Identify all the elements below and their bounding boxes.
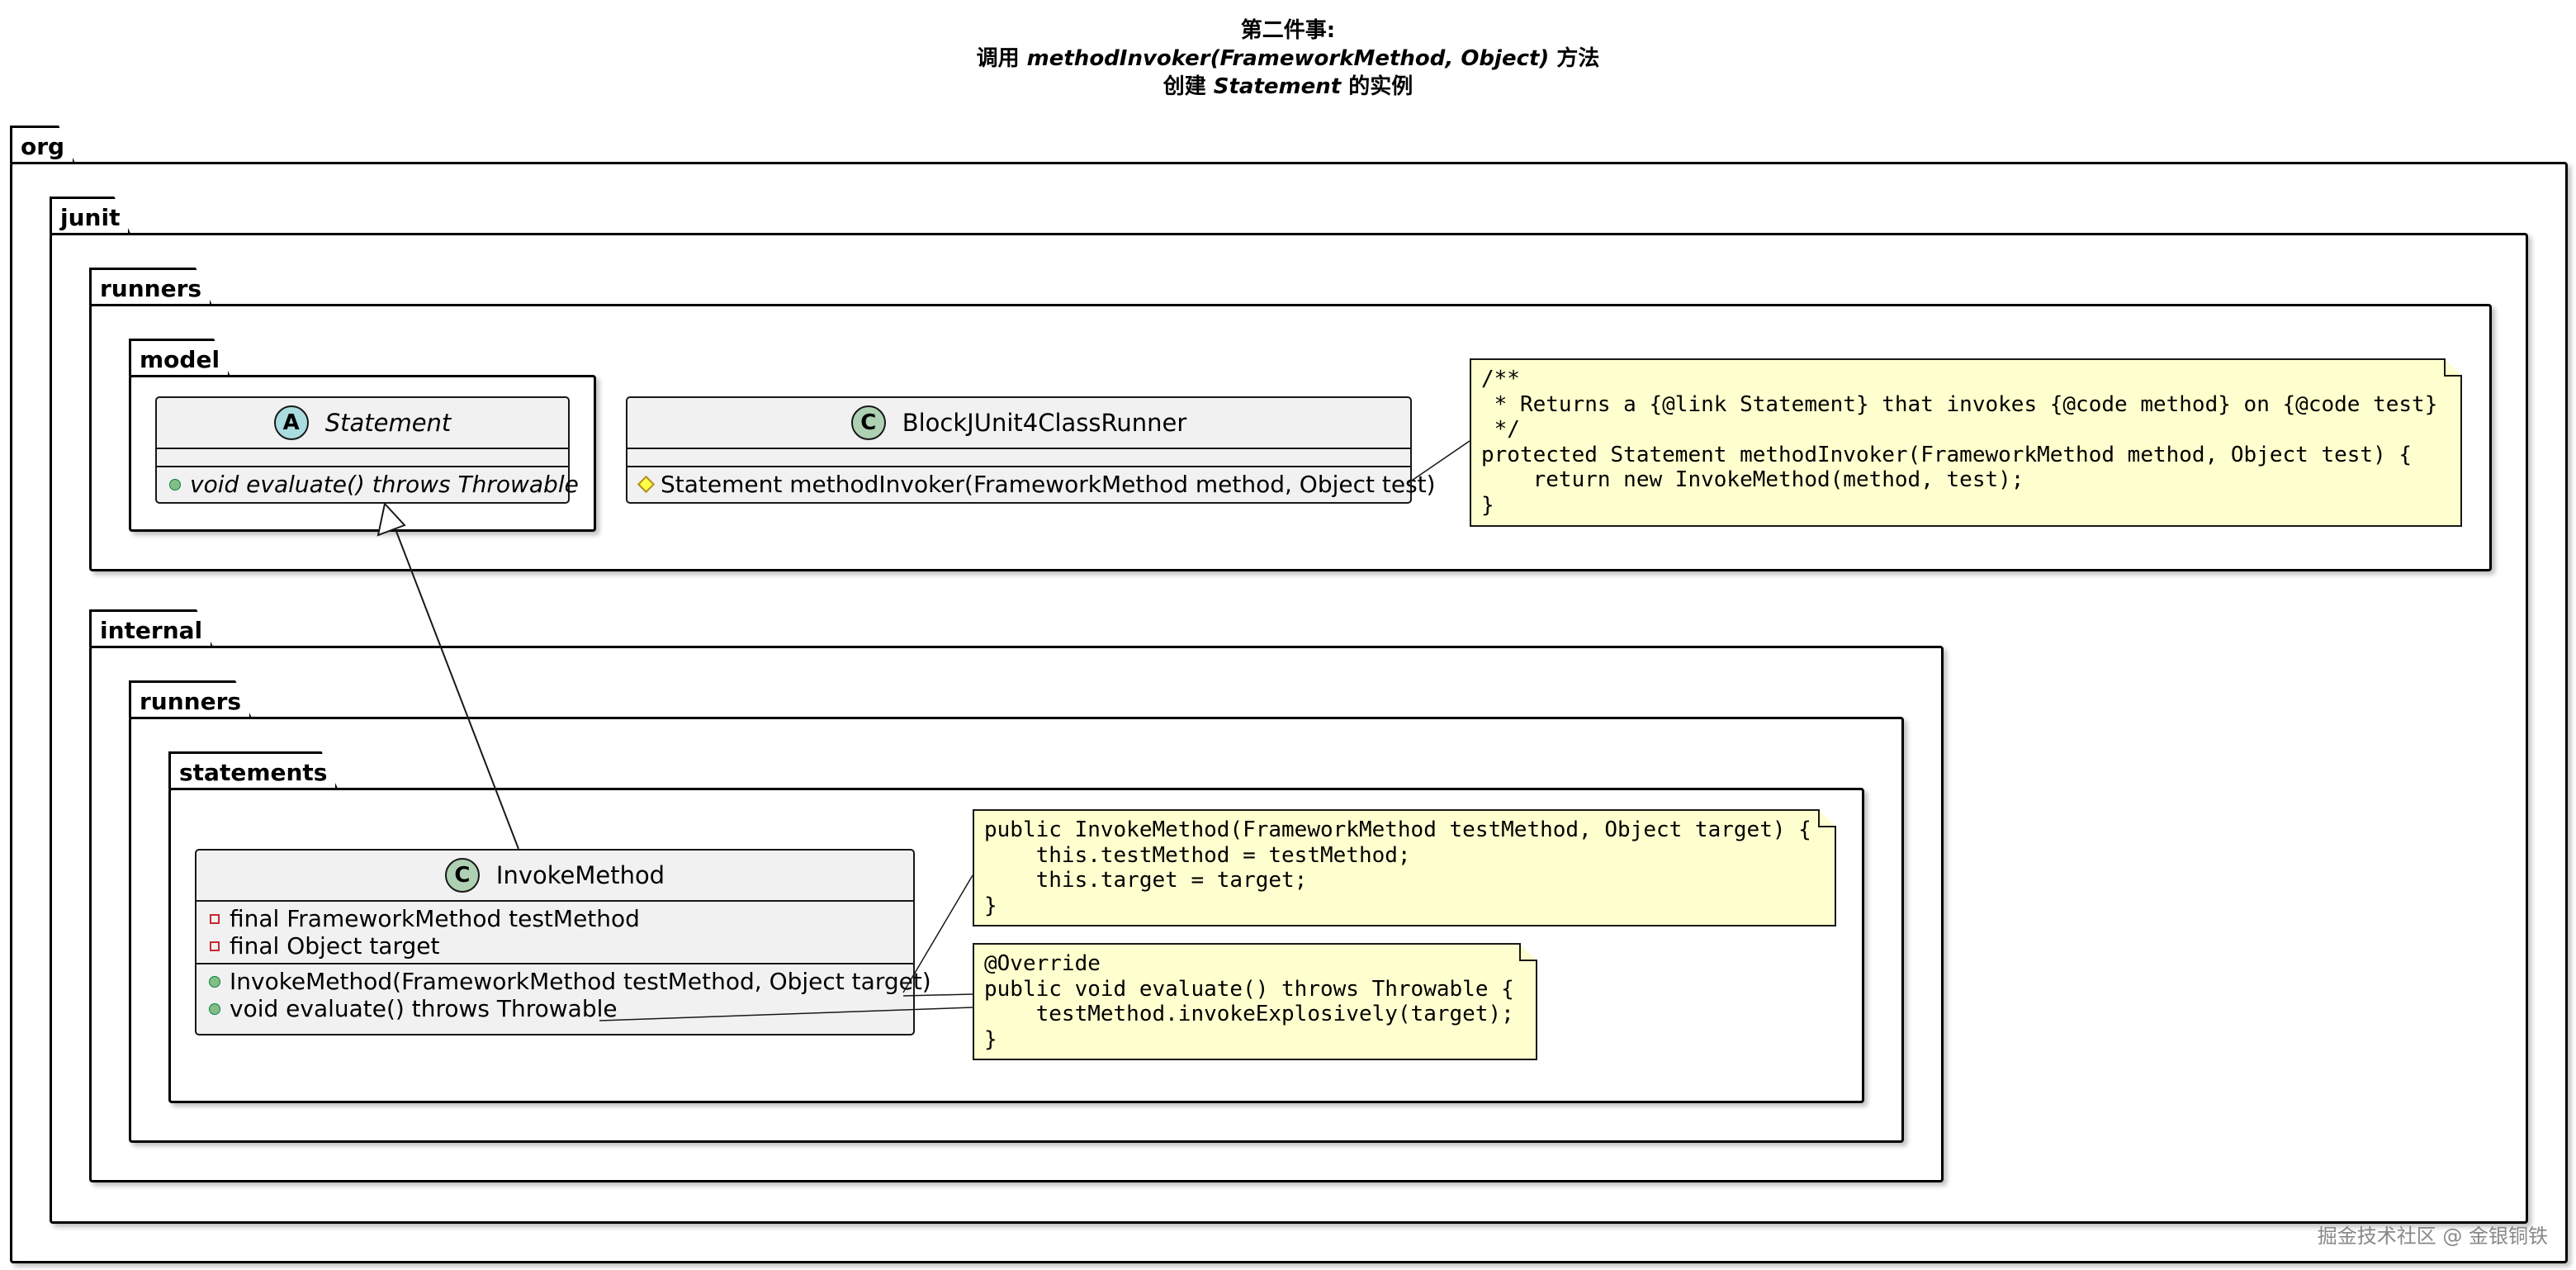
package-internal-runners-tab: runners [129, 680, 252, 718]
inheritance-arrowhead [376, 501, 406, 537]
note-constructor: public InvokeMethod(FrameworkMethod test… [973, 809, 1836, 926]
method-row: Statement methodInvoker(FrameworkMethod … [637, 471, 1436, 498]
class-icon: C [444, 858, 480, 893]
note-fold-corner [2444, 358, 2462, 377]
method-signature: void evaluate() throws Throwable [190, 471, 579, 498]
method-row: void evaluate() throws Throwable [167, 471, 579, 498]
note-link-evaluate-a [902, 993, 973, 997]
class-name: BlockJUnit4ClassRunner [902, 409, 1187, 437]
field-declaration: final FrameworkMethod testMethod [230, 905, 640, 932]
methods-section: InvokeMethod(FrameworkMethod testMethod,… [197, 964, 931, 1026]
note-fold-corner [1818, 809, 1836, 827]
watermark: 掘金技术社区 @ 金银铜铁 [2317, 1225, 2548, 1248]
divider [197, 963, 913, 964]
divider [627, 466, 1410, 467]
class-block-junit4-class-runner[interactable]: C BlockJUnit4ClassRunner Statement metho… [626, 396, 1436, 504]
abstract-class-icon: A [273, 405, 309, 440]
inheritance-line [386, 507, 519, 850]
class-invoke-method-header: C InvokeMethod [197, 851, 913, 900]
divider [157, 448, 568, 449]
package-model-tab: model [129, 339, 230, 377]
title-line-1: 第二件事: [1240, 18, 1336, 43]
method-signature: void evaluate() throws Throwable [230, 995, 618, 1022]
note-link-method-invoker [1406, 440, 1470, 485]
class-name: Statement [324, 409, 452, 437]
note-evaluate: @Override public void evaluate() throws … [973, 943, 1537, 1060]
title-line-3: 创建 Statement 的实例 [1163, 74, 1413, 99]
note-link-constructor [902, 874, 973, 993]
methods-section: Statement methodInvoker(FrameworkMethod … [627, 467, 1436, 501]
fields-section: final FrameworkMethod testMethod final O… [197, 902, 913, 963]
field-row: final FrameworkMethod testMethod [206, 905, 903, 932]
note-fold-corner [1519, 943, 1537, 961]
note-method-invoker: /** * Returns a {@link Statement} that i… [1470, 358, 2462, 527]
diagram-title: 第二件事: 调用 methodInvoker(FrameworkMethod, … [0, 17, 2576, 101]
package-statements-tab: statements [168, 751, 338, 789]
field-row: final Object target [206, 932, 903, 960]
class-name: InvokeMethod [495, 861, 665, 889]
methods-section: void evaluate() throws Throwable [157, 467, 579, 501]
divider [627, 448, 1410, 449]
method-row: InvokeMethod(FrameworkMethod testMethod,… [206, 968, 931, 995]
class-invoke-method[interactable]: C InvokeMethod final FrameworkMethod tes… [195, 849, 931, 1035]
method-signature: Statement methodInvoker(FrameworkMethod … [661, 471, 1436, 498]
package-runners-tab: runners [89, 268, 212, 306]
package-internal-tab: internal [89, 609, 213, 647]
title-line-2: 调用 methodInvoker(FrameworkMethod, Object… [976, 46, 1600, 71]
note-link-evaluate-b [599, 1007, 973, 1021]
method-signature: InvokeMethod(FrameworkMethod testMethod,… [230, 968, 931, 995]
class-block-runner-header: C BlockJUnit4ClassRunner [627, 398, 1410, 448]
class-statement[interactable]: A Statement void evaluate() throws Throw… [155, 396, 579, 504]
method-row: void evaluate() throws Throwable [206, 995, 903, 1022]
divider [157, 466, 568, 467]
class-statement-header: A Statement [157, 398, 568, 448]
divider [197, 900, 913, 902]
field-declaration: final Object target [230, 932, 440, 960]
package-junit-tab: junit [50, 197, 130, 235]
class-icon: C [850, 405, 886, 440]
